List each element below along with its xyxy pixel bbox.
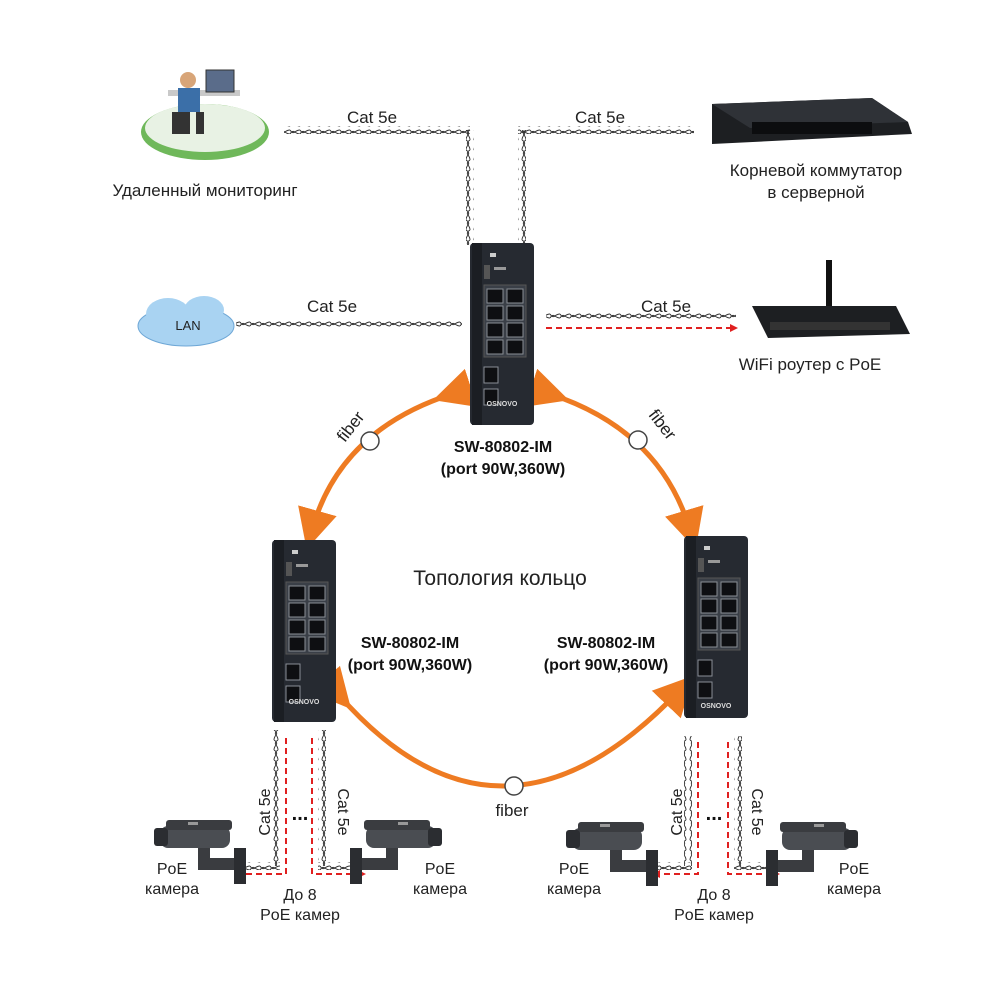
cable-label-wifi: Cat 5e	[641, 297, 691, 316]
cable-lan	[236, 320, 462, 328]
brand-label: OSNOVO	[289, 699, 320, 706]
camera-label-2b: камера	[413, 881, 467, 898]
max-cameras-left-2: PoE камер	[260, 907, 340, 924]
switch-top-ports: (port 90W,360W)	[441, 461, 565, 478]
switch-right-model: SW-80802-IM	[557, 635, 655, 652]
camera-label-3a: PoE	[559, 861, 589, 878]
camera-label-4b: камера	[827, 881, 881, 898]
cable-label-left-b: Cat 5e	[334, 788, 351, 835]
root-switch-label-1: Корневой коммутатор	[730, 161, 903, 180]
camera-cables-right	[650, 736, 784, 878]
remote-monitoring-icon	[141, 69, 269, 160]
cable-label-left-a: Cat 5e	[257, 788, 274, 835]
fiber-label-bottom: fiber	[495, 801, 528, 820]
camera-label-1b: камера	[145, 881, 199, 898]
cable-root-switch	[518, 126, 694, 245]
switch-right-ports: (port 90W,360W)	[544, 657, 668, 674]
ellipsis-left: ...	[292, 803, 309, 825]
max-cameras-left-1: До 8	[283, 887, 316, 904]
lan-cloud-icon	[137, 296, 235, 347]
wifi-router-icon	[752, 260, 910, 338]
cable-label-root: Cat 5e	[575, 108, 625, 127]
lan-label: LAN	[175, 318, 200, 333]
root-switch-icon	[712, 98, 912, 144]
cable-remote	[284, 126, 474, 245]
camera-cables-left	[236, 730, 368, 878]
cable-label-lan: Cat 5e	[307, 297, 357, 316]
cable-label-right-b: Cat 5e	[748, 788, 765, 835]
cable-label-remote: Cat 5e	[347, 108, 397, 127]
switch-left-ports: (port 90W,360W)	[348, 657, 472, 674]
brand-label: OSNOVO	[487, 401, 518, 408]
brand-label: OSNOVO	[701, 703, 732, 710]
cable-label-right-a: Cat 5e	[669, 788, 686, 835]
topology-label: Топология кольцо	[413, 567, 587, 590]
switch-left-model: SW-80802-IM	[361, 635, 459, 652]
wifi-router-label: WiFi роутер с PoE	[739, 355, 882, 374]
max-cameras-right-1: До 8	[697, 887, 730, 904]
camera-label-1a: PoE	[157, 861, 187, 878]
remote-monitoring-label: Удаленный мониторинг	[112, 181, 297, 200]
camera-label-3b: камера	[547, 881, 601, 898]
fiber-label-right: fiber	[645, 406, 681, 444]
switch-top-icon: OSNOVO	[469, 242, 535, 426]
fiber-connector-icon	[360, 430, 648, 796]
root-switch-label-2: в серверной	[767, 183, 864, 202]
switch-right-icon: OSNOVO	[683, 535, 749, 719]
switch-top-model: SW-80802-IM	[454, 439, 552, 456]
camera-label-2a: PoE	[425, 861, 455, 878]
camera-label-4a: PoE	[839, 861, 869, 878]
ellipsis-right: ...	[706, 803, 723, 825]
switch-left-icon: OSNOVO	[271, 539, 337, 723]
max-cameras-right-2: PoE камер	[674, 907, 754, 924]
cable-wifi	[546, 312, 738, 332]
